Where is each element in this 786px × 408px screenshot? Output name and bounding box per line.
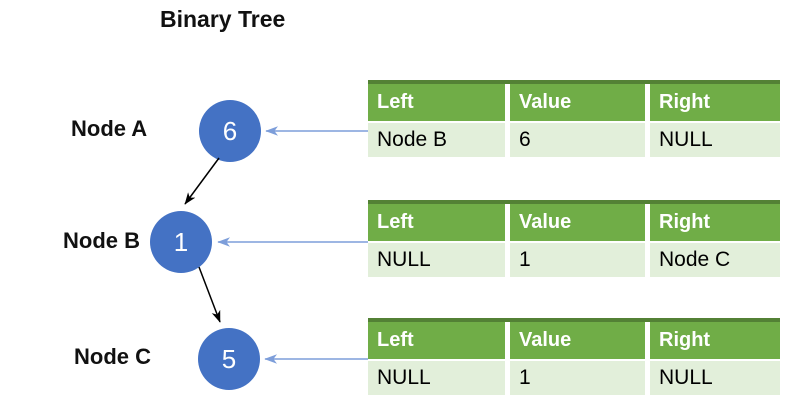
node-b-value: 1 [173,227,189,257]
cell-value: 1 [510,361,645,395]
column-header-value: Value [510,84,645,121]
node-c-label: Node C [74,344,151,369]
column-header-right: Right [650,84,780,121]
cell-left: NULL [368,361,505,395]
cell-value: 1 [510,243,645,277]
column-header-left: Left [368,204,505,241]
column-header-value: Value [510,204,645,241]
cell-right: NULL [650,361,780,395]
diagram-title: Binary Tree [160,6,286,32]
cell-right: Node C [650,243,780,277]
edge-a-to-b-arrow [184,157,220,205]
column-header-left: Left [368,322,505,359]
node-a-circle: 6 [199,100,261,162]
node-b-label: Node B [63,228,140,253]
node-b-table: Left Value Right NULL 1 Node C [368,200,780,277]
edge-b-to-c-arrow [198,266,221,323]
column-header-value: Value [510,322,645,359]
node-a-table: Left Value Right Node B 6 NULL [368,80,780,157]
node-c-table: Left Value Right NULL 1 NULL [368,318,780,395]
column-header-right: Right [650,322,780,359]
node-a-value: 6 [222,116,238,146]
node-c-value: 5 [221,344,237,374]
column-header-right: Right [650,204,780,241]
column-header-left: Left [368,84,505,121]
cell-value: 6 [510,123,645,157]
node-b-circle: 1 [150,211,212,273]
node-c-circle: 5 [198,328,260,390]
node-a-label: Node A [71,116,148,141]
cell-left: Node B [368,123,505,157]
table-top-border [368,200,780,204]
cell-left: NULL [368,243,505,277]
table-top-border [368,318,780,322]
table-top-border [368,80,780,84]
cell-right: NULL [650,123,780,157]
